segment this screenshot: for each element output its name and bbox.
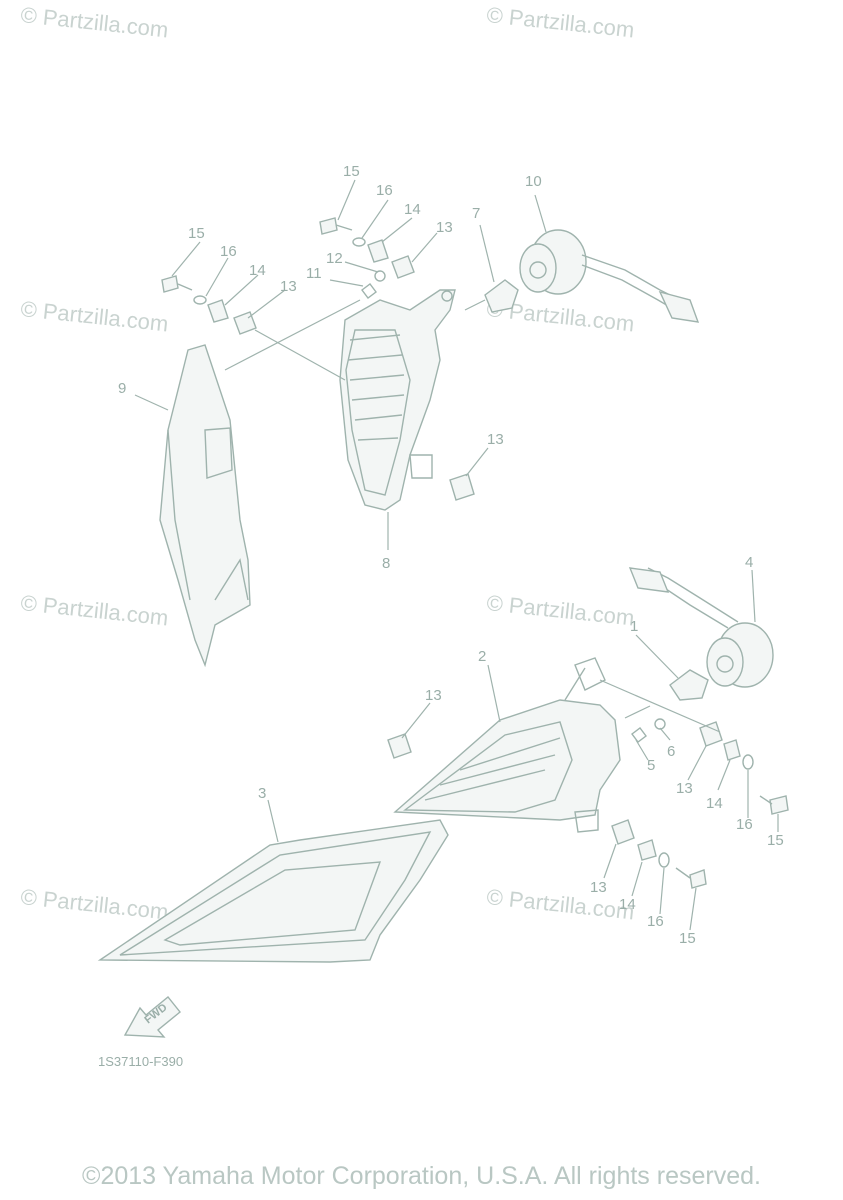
callout-14: 14	[249, 262, 266, 279]
copyright-notice: ©2013 Yamaha Motor Corporation, U.S.A. A…	[82, 1162, 761, 1190]
callout-8: 8	[382, 555, 390, 572]
callout-15: 15	[679, 930, 696, 947]
callout-13: 13	[487, 431, 504, 448]
callout-4: 4	[745, 554, 753, 571]
callout-13: 13	[676, 780, 693, 797]
callout-15: 15	[767, 832, 784, 849]
watermark: © Partzilla.com	[485, 2, 635, 42]
callout-14: 14	[404, 201, 421, 218]
lower-leaders	[267, 569, 779, 931]
fwd-arrow-icon: FWD	[123, 996, 181, 1038]
callout-15: 15	[188, 225, 205, 242]
diagram-code: 1S37110-F390	[98, 1054, 183, 1069]
part-2-lens-housing	[393, 657, 621, 833]
callout-10: 10	[525, 173, 542, 190]
callout-16: 16	[376, 182, 393, 199]
callout-5: 5	[647, 757, 655, 774]
callout-2: 2	[478, 648, 486, 665]
callout-16: 16	[736, 816, 753, 833]
callout-9: 9	[118, 380, 126, 397]
callout-15: 15	[343, 163, 360, 180]
watermark: © Partzilla.com	[19, 2, 169, 42]
watermark: © Partzilla.com	[485, 884, 635, 924]
callout-13: 13	[590, 879, 607, 896]
callout-7: 7	[472, 205, 480, 222]
watermark: © Partzilla.com	[19, 590, 169, 630]
part-4-socket	[628, 567, 774, 688]
callout-6: 6	[667, 743, 675, 760]
callout-3: 3	[258, 785, 266, 802]
watermark: © Partzilla.com	[19, 296, 169, 336]
callout-13: 13	[425, 687, 442, 704]
watermark: © Partzilla.com	[485, 590, 635, 630]
lower-fasteners	[387, 718, 789, 889]
part-1-bulb	[669, 669, 709, 701]
part-10-socket	[519, 229, 700, 323]
callout-11: 11	[306, 265, 322, 282]
callout-16: 16	[647, 913, 664, 930]
upper-leaders	[134, 179, 547, 550]
part-9-cover	[159, 344, 251, 668]
part-8-lens-housing	[339, 289, 456, 511]
callout-13: 13	[280, 278, 297, 295]
callout-12: 12	[326, 250, 343, 267]
part-3-outer-cover	[97, 819, 449, 963]
upper-fasteners	[161, 217, 475, 501]
callout-16: 16	[220, 243, 237, 260]
callout-14: 14	[706, 795, 723, 812]
callout-14: 14	[619, 896, 636, 913]
watermark: © Partzilla.com	[19, 884, 169, 924]
callout-13: 13	[436, 219, 453, 236]
callout-1: 1	[630, 618, 638, 635]
part-7-bulb	[484, 279, 519, 313]
callouts: 9 10 7 11 12 13 14 16 15 15 16 14 13 13 …	[118, 163, 784, 947]
